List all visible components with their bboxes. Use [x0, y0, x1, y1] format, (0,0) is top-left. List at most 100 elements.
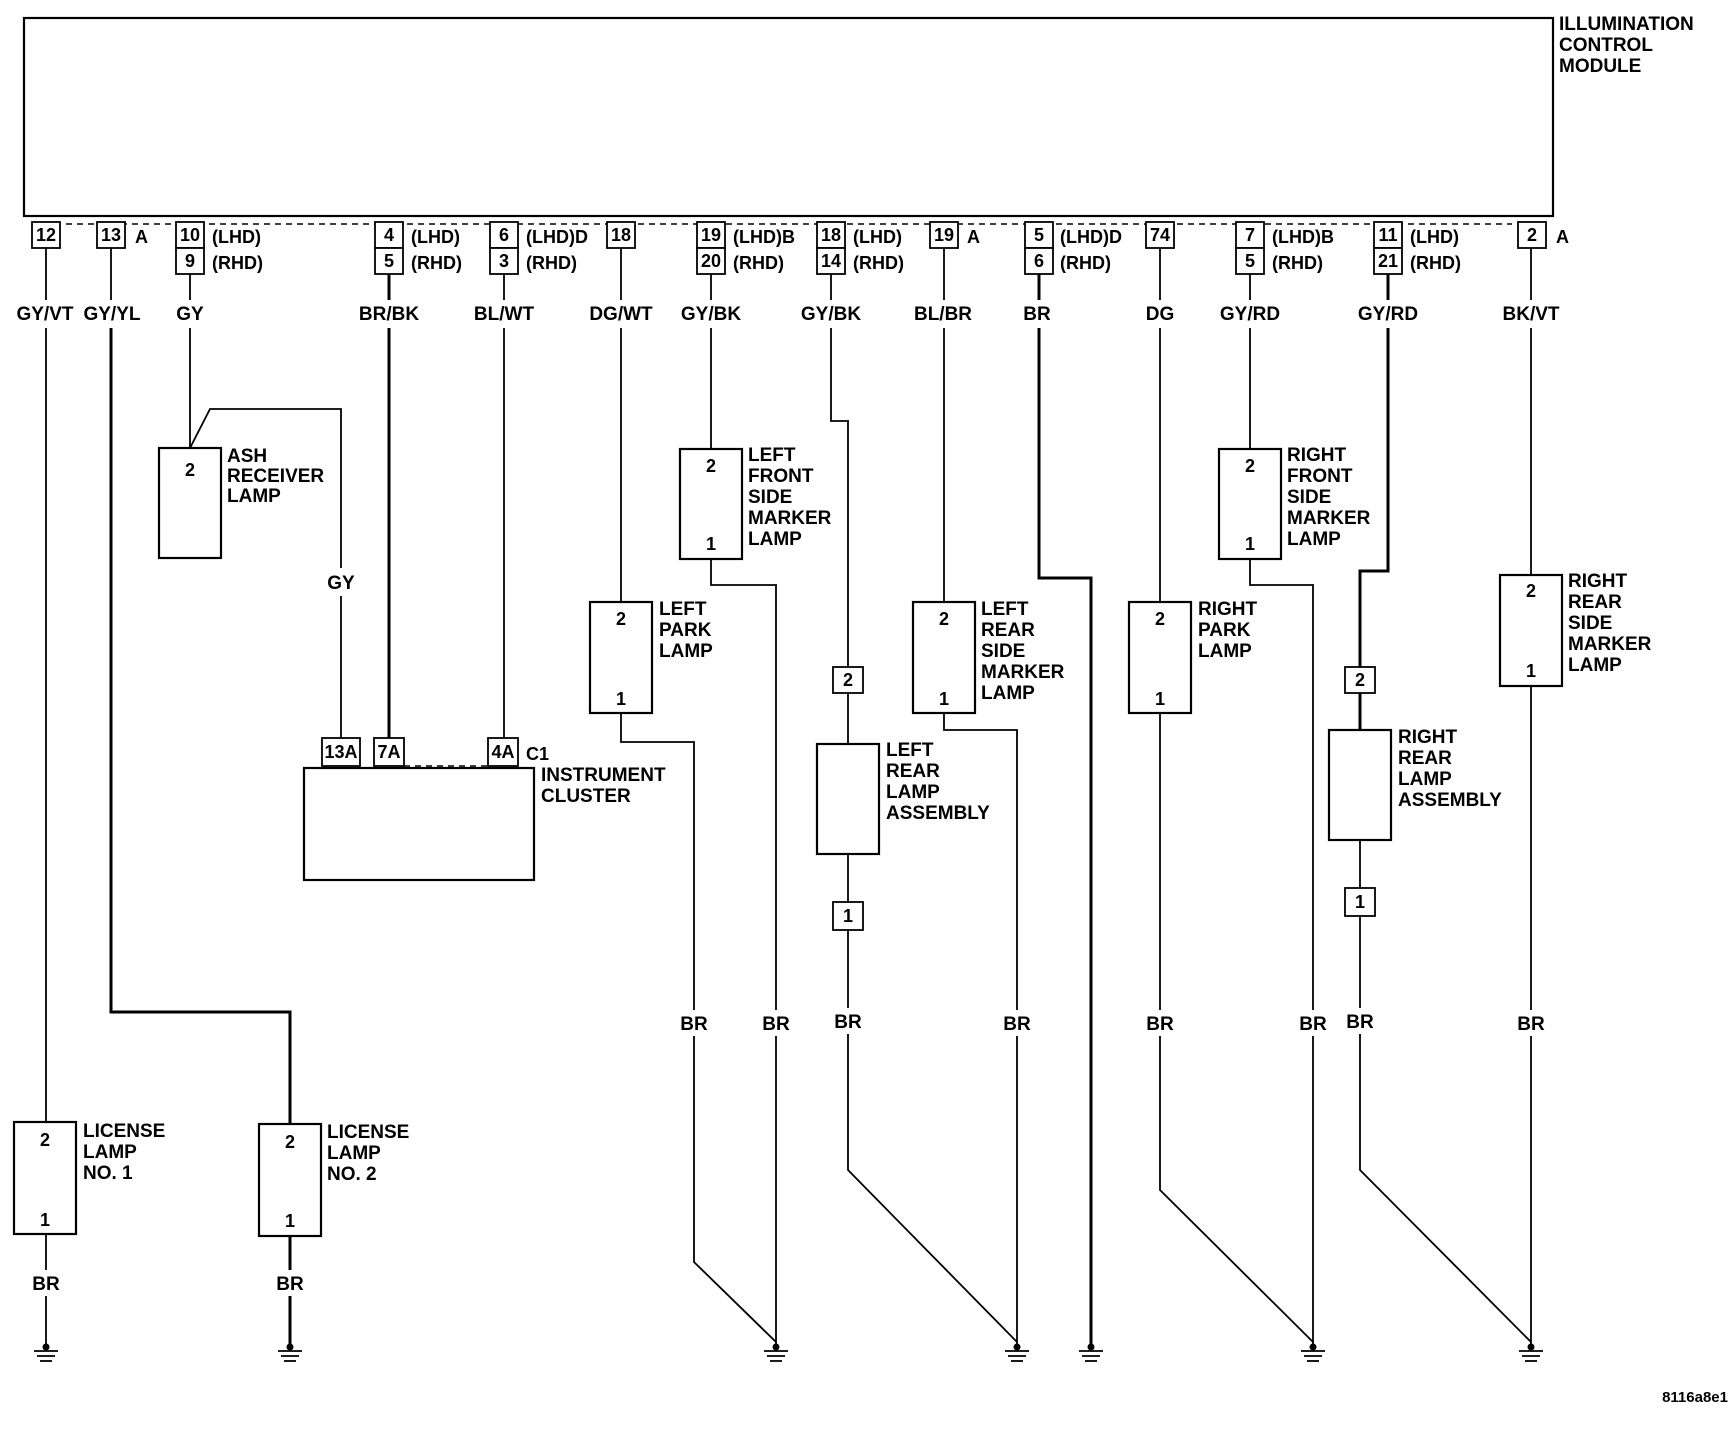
component-pin-box: [1344, 666, 1376, 694]
left-rear-side-marker-lamp: 2 1 LEFT REAR SIDE MARKER LAMP: [911, 599, 1065, 715]
module-pin-label: 5: [384, 251, 394, 271]
module-pin-box: [1373, 247, 1403, 275]
right-park-lamp: 2 1 RIGHT PARK LAMP: [1127, 599, 1258, 715]
component-pin-box: [832, 901, 864, 931]
module-pin-note: A: [135, 227, 148, 247]
module-pin-note: A: [967, 227, 980, 247]
left-park-lamp-body: [588, 600, 654, 715]
ground-wire-label: BR: [1346, 1012, 1374, 1033]
instrument-cluster-body: [302, 766, 536, 882]
component-label: LAMP: [886, 782, 940, 803]
component-pin: 1: [843, 906, 853, 926]
wire-segment: [1159, 1036, 1314, 1343]
module-pin-note: (LHD): [853, 227, 902, 247]
component-pin: 2: [1355, 670, 1365, 690]
ground-icon: [1301, 1343, 1325, 1362]
right-rear-side-marker-lamp-body: [1498, 573, 1564, 688]
module-pin-note: (RHD): [1410, 253, 1461, 273]
component-pin: 1: [1155, 689, 1165, 709]
wire-segment: [1249, 559, 1314, 1010]
left-park-lamp: 2 1 LEFT PARK LAMP: [588, 599, 713, 715]
module-pin-box: [1145, 221, 1175, 249]
component-label: RIGHT: [1198, 599, 1258, 620]
ground-wire-label: BR: [276, 1274, 304, 1295]
component-pin-box: [832, 666, 864, 694]
left-front-side-marker-lamp-body: [678, 447, 744, 561]
component-label: NO. 2: [327, 1164, 377, 1185]
license-lamp-2: 2 1 LICENSE LAMP NO. 2: [257, 1122, 409, 1238]
component-label: SIDE: [1568, 613, 1612, 634]
component-label: INSTRUMENT: [541, 765, 666, 786]
wire-color-labels: GY/VT GY/YL GY BR/BK BL/WT DG/WT GY/BK G…: [16, 304, 1559, 325]
module-pins: 12 13 A 10 9 (LHD) (RHD) 4 5 (LHD) (RHD)…: [31, 221, 1569, 275]
module-pin-note: (RHD): [733, 253, 784, 273]
component-label: MARKER: [748, 508, 832, 529]
module-pin-label: 7: [1245, 225, 1255, 245]
component-pin: 2: [616, 609, 626, 629]
component-label: LAMP: [1568, 655, 1622, 676]
component-label: LEFT: [659, 599, 707, 620]
ash-receiver-lamp-body: [157, 446, 223, 560]
module-pin-note: (RHD): [1272, 253, 1323, 273]
wire-color-label: DG: [1146, 304, 1175, 325]
ground-wire-label: BR: [32, 1274, 60, 1295]
component-label: LEFT: [981, 599, 1029, 620]
component-pin: 1: [616, 689, 626, 709]
component-label: REAR: [886, 761, 940, 782]
module-pin-label: 74: [1150, 225, 1170, 245]
wires: [45, 248, 1532, 1346]
module-pin-note: (LHD): [1410, 227, 1459, 247]
wire-segment: [1359, 1034, 1532, 1343]
module-pin-box: [696, 247, 726, 275]
license-lamp-1-body: [12, 1120, 78, 1236]
module-pin-label: 10: [180, 225, 200, 245]
wire-color-label: GY: [176, 304, 204, 325]
module-pin-box: [1235, 247, 1265, 275]
wire-color-label: BR: [1023, 304, 1051, 325]
module-pin-label: 3: [499, 251, 509, 271]
component-label: FRONT: [748, 466, 814, 487]
component-label: ASH: [227, 446, 267, 467]
license-lamp-2-body: [257, 1122, 323, 1238]
component-label: ASSEMBLY: [1398, 790, 1502, 811]
ground-wire-label: BR: [1003, 1014, 1031, 1035]
cluster-pin-label: 4A: [491, 742, 514, 762]
component-label: LAMP: [327, 1143, 381, 1164]
module-pin-box: [929, 221, 959, 249]
illumination-control-module: ILLUMINATION CONTROL MODULE: [22, 14, 1694, 225]
ground-wire-label: BR: [762, 1014, 790, 1035]
component-pin: 1: [285, 1211, 295, 1231]
wire-segment: [189, 408, 342, 568]
module-pin-note: A: [1556, 227, 1569, 247]
left-front-side-marker-lamp: 2 1 LEFT FRONT SIDE MARKER LAMP: [678, 445, 832, 561]
module-pin-note: (RHD): [526, 253, 577, 273]
component-pin: 2: [1155, 609, 1165, 629]
wire-segment: [847, 1034, 1018, 1343]
component-label: NO. 1: [83, 1163, 133, 1184]
wire-segment: [620, 713, 695, 1010]
component-label: PARK: [659, 620, 712, 641]
wire-segment: [830, 328, 849, 667]
component-label: LAMP: [748, 529, 802, 550]
component-label: LAMP: [659, 641, 713, 662]
wire-segment: [1358, 328, 1390, 667]
module-pin-note: (RHD): [853, 253, 904, 273]
component-pin: 2: [843, 670, 853, 690]
component-label: LAMP: [1287, 529, 1341, 550]
cluster-pin-box: [373, 737, 405, 767]
component-label: MARKER: [981, 662, 1065, 683]
ground-icon: [34, 1343, 58, 1362]
module-name-line-1: ILLUMINATION: [1559, 14, 1694, 35]
ground-wire-label: BR: [680, 1014, 708, 1035]
wire-color-label: BK/VT: [1503, 304, 1560, 325]
module-name-line-3: MODULE: [1559, 56, 1641, 77]
component-label: RECEIVER: [227, 466, 324, 487]
component-label: LAMP: [981, 683, 1035, 704]
component-pin: 1: [1355, 892, 1365, 912]
module-pin-label: 18: [821, 225, 841, 245]
component-pin: 2: [1245, 456, 1255, 476]
module-pin-label: 19: [701, 225, 721, 245]
left-rear-lamp-assembly: 2 1 LEFT REAR LAMP ASSEMBLY: [815, 666, 990, 931]
component-label: LICENSE: [327, 1122, 409, 1143]
